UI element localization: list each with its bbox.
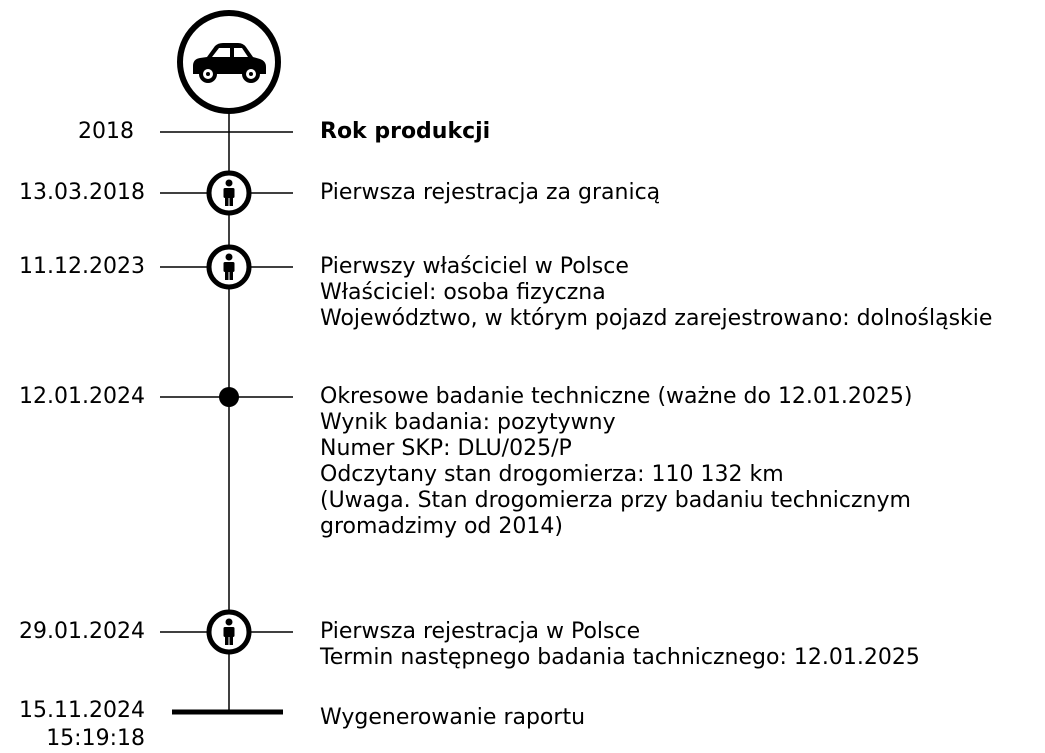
- event-description: Okresowe badanie techniczne (ważne do 12…: [320, 384, 913, 540]
- event-description: Pierwsza rejestracja za granicą: [320, 180, 660, 206]
- production-date: 2018: [78, 119, 134, 144]
- event-line: gromadzimy od 2014): [320, 514, 563, 539]
- event-date: 29.01.2024: [19, 619, 145, 644]
- event-description: Pierwsza rejestracja w Polsce Termin nas…: [320, 619, 920, 671]
- event-marker-2: [160, 244, 293, 290]
- event-line: Właściciel: osoba fizyczna: [320, 280, 606, 305]
- event-date: 13.03.2018: [19, 180, 145, 205]
- car-icon: [177, 10, 281, 114]
- event-line: Wynik badania: pozytywny: [320, 410, 616, 435]
- event-line: Pierwsza rejestracja za granicą: [320, 180, 661, 205]
- event-marker-1: [160, 170, 293, 216]
- report-event: Wygenerowanie raportu: [320, 705, 585, 731]
- production-title: Rok produkcji: [320, 119, 491, 144]
- event-dot: [219, 387, 239, 407]
- report-title: Wygenerowanie raportu: [320, 705, 586, 730]
- event-marker-3: [160, 387, 293, 407]
- production-event: Rok produkcji: [320, 119, 490, 145]
- event-line: Odczytany stan drogomierza: 110 132 km: [320, 462, 784, 487]
- event-line: Pierwszy właściciel w Polsce: [320, 254, 629, 279]
- person-icon: [206, 609, 252, 655]
- event-marker-4: [160, 609, 293, 655]
- person-icon: [206, 170, 252, 216]
- report-time: 15:19:18: [46, 726, 145, 751]
- event-date: 12.01.2024: [19, 384, 145, 409]
- person-icon: [206, 244, 252, 290]
- report-date: 15.11.2024: [19, 698, 145, 723]
- event-description: Pierwszy właściciel w Polsce Właściciel:…: [320, 254, 992, 332]
- event-line: Województwo, w którym pojazd zarejestrow…: [320, 306, 993, 331]
- event-date: 11.12.2023: [19, 254, 145, 279]
- event-line: Termin następnego badania tachnicznego: …: [320, 645, 920, 670]
- event-line: (Uwaga. Stan drogomierza przy badaniu te…: [320, 488, 911, 513]
- event-line: Okresowe badanie techniczne (ważne do 12…: [320, 384, 913, 409]
- event-line: Numer SKP: DLU/025/P: [320, 436, 572, 461]
- event-line: Pierwsza rejestracja w Polsce: [320, 619, 641, 644]
